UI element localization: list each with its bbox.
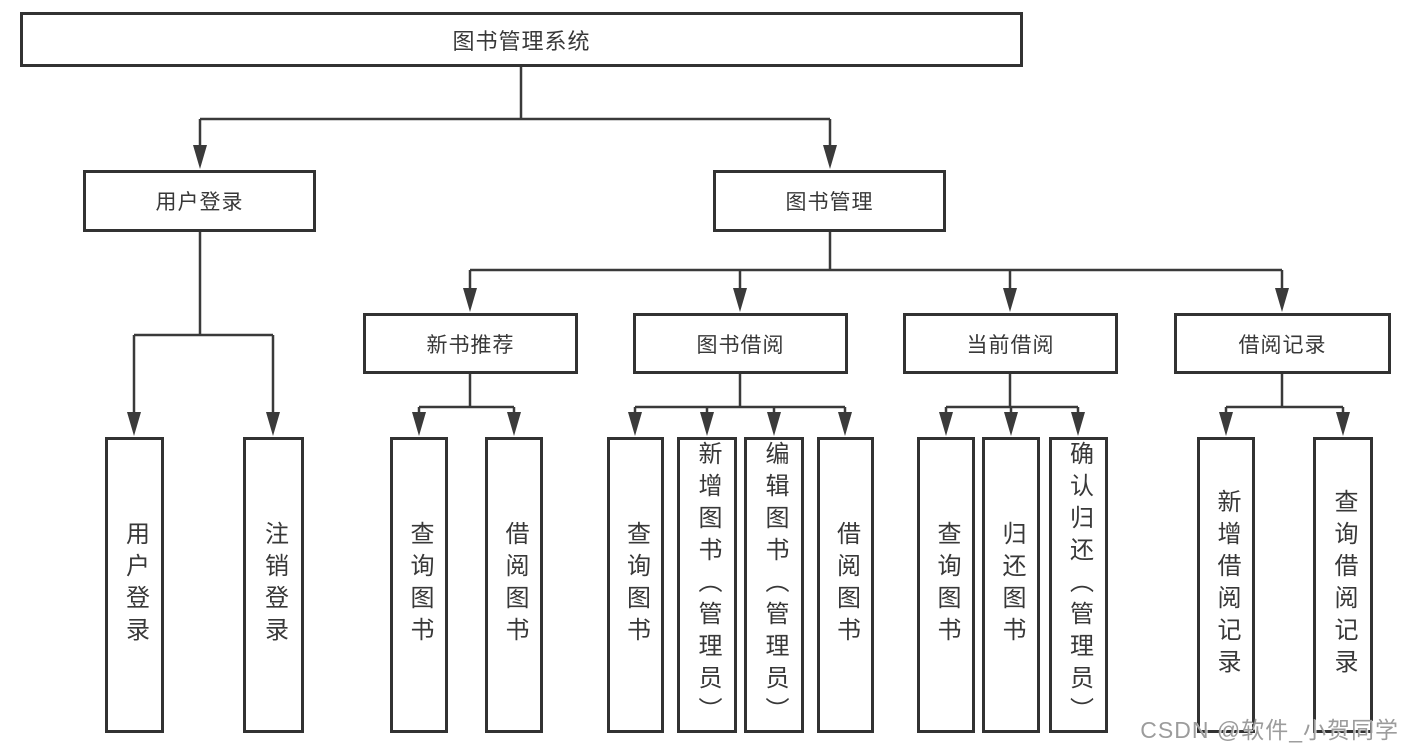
leaf-logout: 注销登录 [243, 437, 304, 733]
leaf-add-borrow-record: 新增借阅记录 [1197, 437, 1255, 733]
arrowheads [127, 145, 1350, 436]
leaf-label: 注销登录 [260, 521, 288, 649]
leaf-label: 编辑图书（管理员） [761, 441, 788, 729]
leaf-return-books: 归还图书 [982, 437, 1040, 733]
arrow-down-icon [628, 412, 642, 436]
leaf-label: 用户登录 [121, 521, 149, 649]
arrow-down-icon [700, 412, 714, 436]
node-user-login: 用户登录 [83, 170, 316, 232]
leaf-query-borrow-record: 查询借阅记录 [1313, 437, 1373, 733]
arrow-down-icon [939, 412, 953, 436]
leaf-label: 查询图书 [933, 521, 960, 649]
arrow-down-icon [1003, 288, 1017, 312]
arrow-down-icon [127, 412, 141, 436]
arrow-down-icon [1275, 288, 1289, 312]
csdn-watermark: CSDN @软件_小贺同学 [1140, 717, 1399, 743]
leaf-borrow-books: 借阅图书 [485, 437, 543, 733]
arrow-down-icon [733, 288, 747, 312]
leaf-query-books: 查询图书 [390, 437, 448, 733]
leaf-confirm-return-admin: 确认归还（管理员） [1049, 437, 1108, 733]
arrow-down-icon [767, 412, 781, 436]
arrow-down-icon [838, 412, 852, 436]
node-current-borrowing: 当前借阅 [903, 313, 1118, 374]
leaf-label: 借阅图书 [832, 521, 860, 649]
leaf-label: 查询图书 [406, 521, 433, 649]
arrow-down-icon [1219, 412, 1233, 436]
leaf-label: 确认归还（管理员） [1065, 441, 1093, 729]
leaf-label: 归还图书 [998, 521, 1025, 649]
node-book-management: 图书管理 [713, 170, 946, 232]
leaf-query-books: 查询图书 [917, 437, 975, 733]
node-library-management-system: 图书管理系统 [20, 12, 1023, 67]
arrow-down-icon [823, 145, 837, 169]
leaf-label: 新增借阅记录 [1213, 489, 1240, 681]
node-new-book-recommendation: 新书推荐 [363, 313, 578, 374]
leaf-label: 新增图书（管理员） [694, 441, 721, 729]
leaf-label: 借阅图书 [501, 521, 528, 649]
arrow-down-icon [1071, 412, 1085, 436]
arrow-down-icon [193, 145, 207, 169]
arrow-down-icon [463, 288, 477, 312]
leaf-borrow-books: 借阅图书 [817, 437, 874, 733]
connector-lines [132, 67, 1345, 420]
arrow-down-icon [266, 412, 280, 436]
leaf-edit-books-admin: 编辑图书（管理员） [744, 437, 804, 733]
arrow-down-icon [1004, 412, 1018, 436]
leaf-label: 查询借阅记录 [1330, 489, 1357, 681]
leaf-query-books: 查询图书 [607, 437, 664, 733]
arrow-down-icon [412, 412, 426, 436]
leaf-user-login: 用户登录 [105, 437, 164, 733]
node-borrowing-records: 借阅记录 [1174, 313, 1391, 374]
leaf-label: 查询图书 [622, 521, 650, 649]
arrow-down-icon [1336, 412, 1350, 436]
arrow-down-icon [507, 412, 521, 436]
node-book-borrowing: 图书借阅 [633, 313, 848, 374]
leaf-add-books-admin: 新增图书（管理员） [677, 437, 737, 733]
